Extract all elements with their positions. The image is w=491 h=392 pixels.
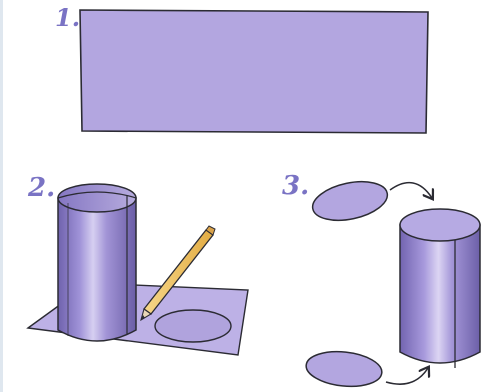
step-2-cylinder: [58, 184, 136, 341]
paper-rectangle: [80, 10, 428, 133]
top-circle-piece: [309, 175, 391, 226]
step-3-assembly: [304, 175, 480, 389]
step-1-paper: [80, 10, 428, 133]
bottom-circle-piece: [304, 348, 383, 390]
step-2-tracing: [28, 184, 248, 355]
step-3-cylinder: [400, 209, 480, 368]
traced-circle: [155, 310, 231, 342]
arrow-icon-bottom: [386, 368, 428, 384]
arrow-icon-top: [390, 183, 432, 198]
